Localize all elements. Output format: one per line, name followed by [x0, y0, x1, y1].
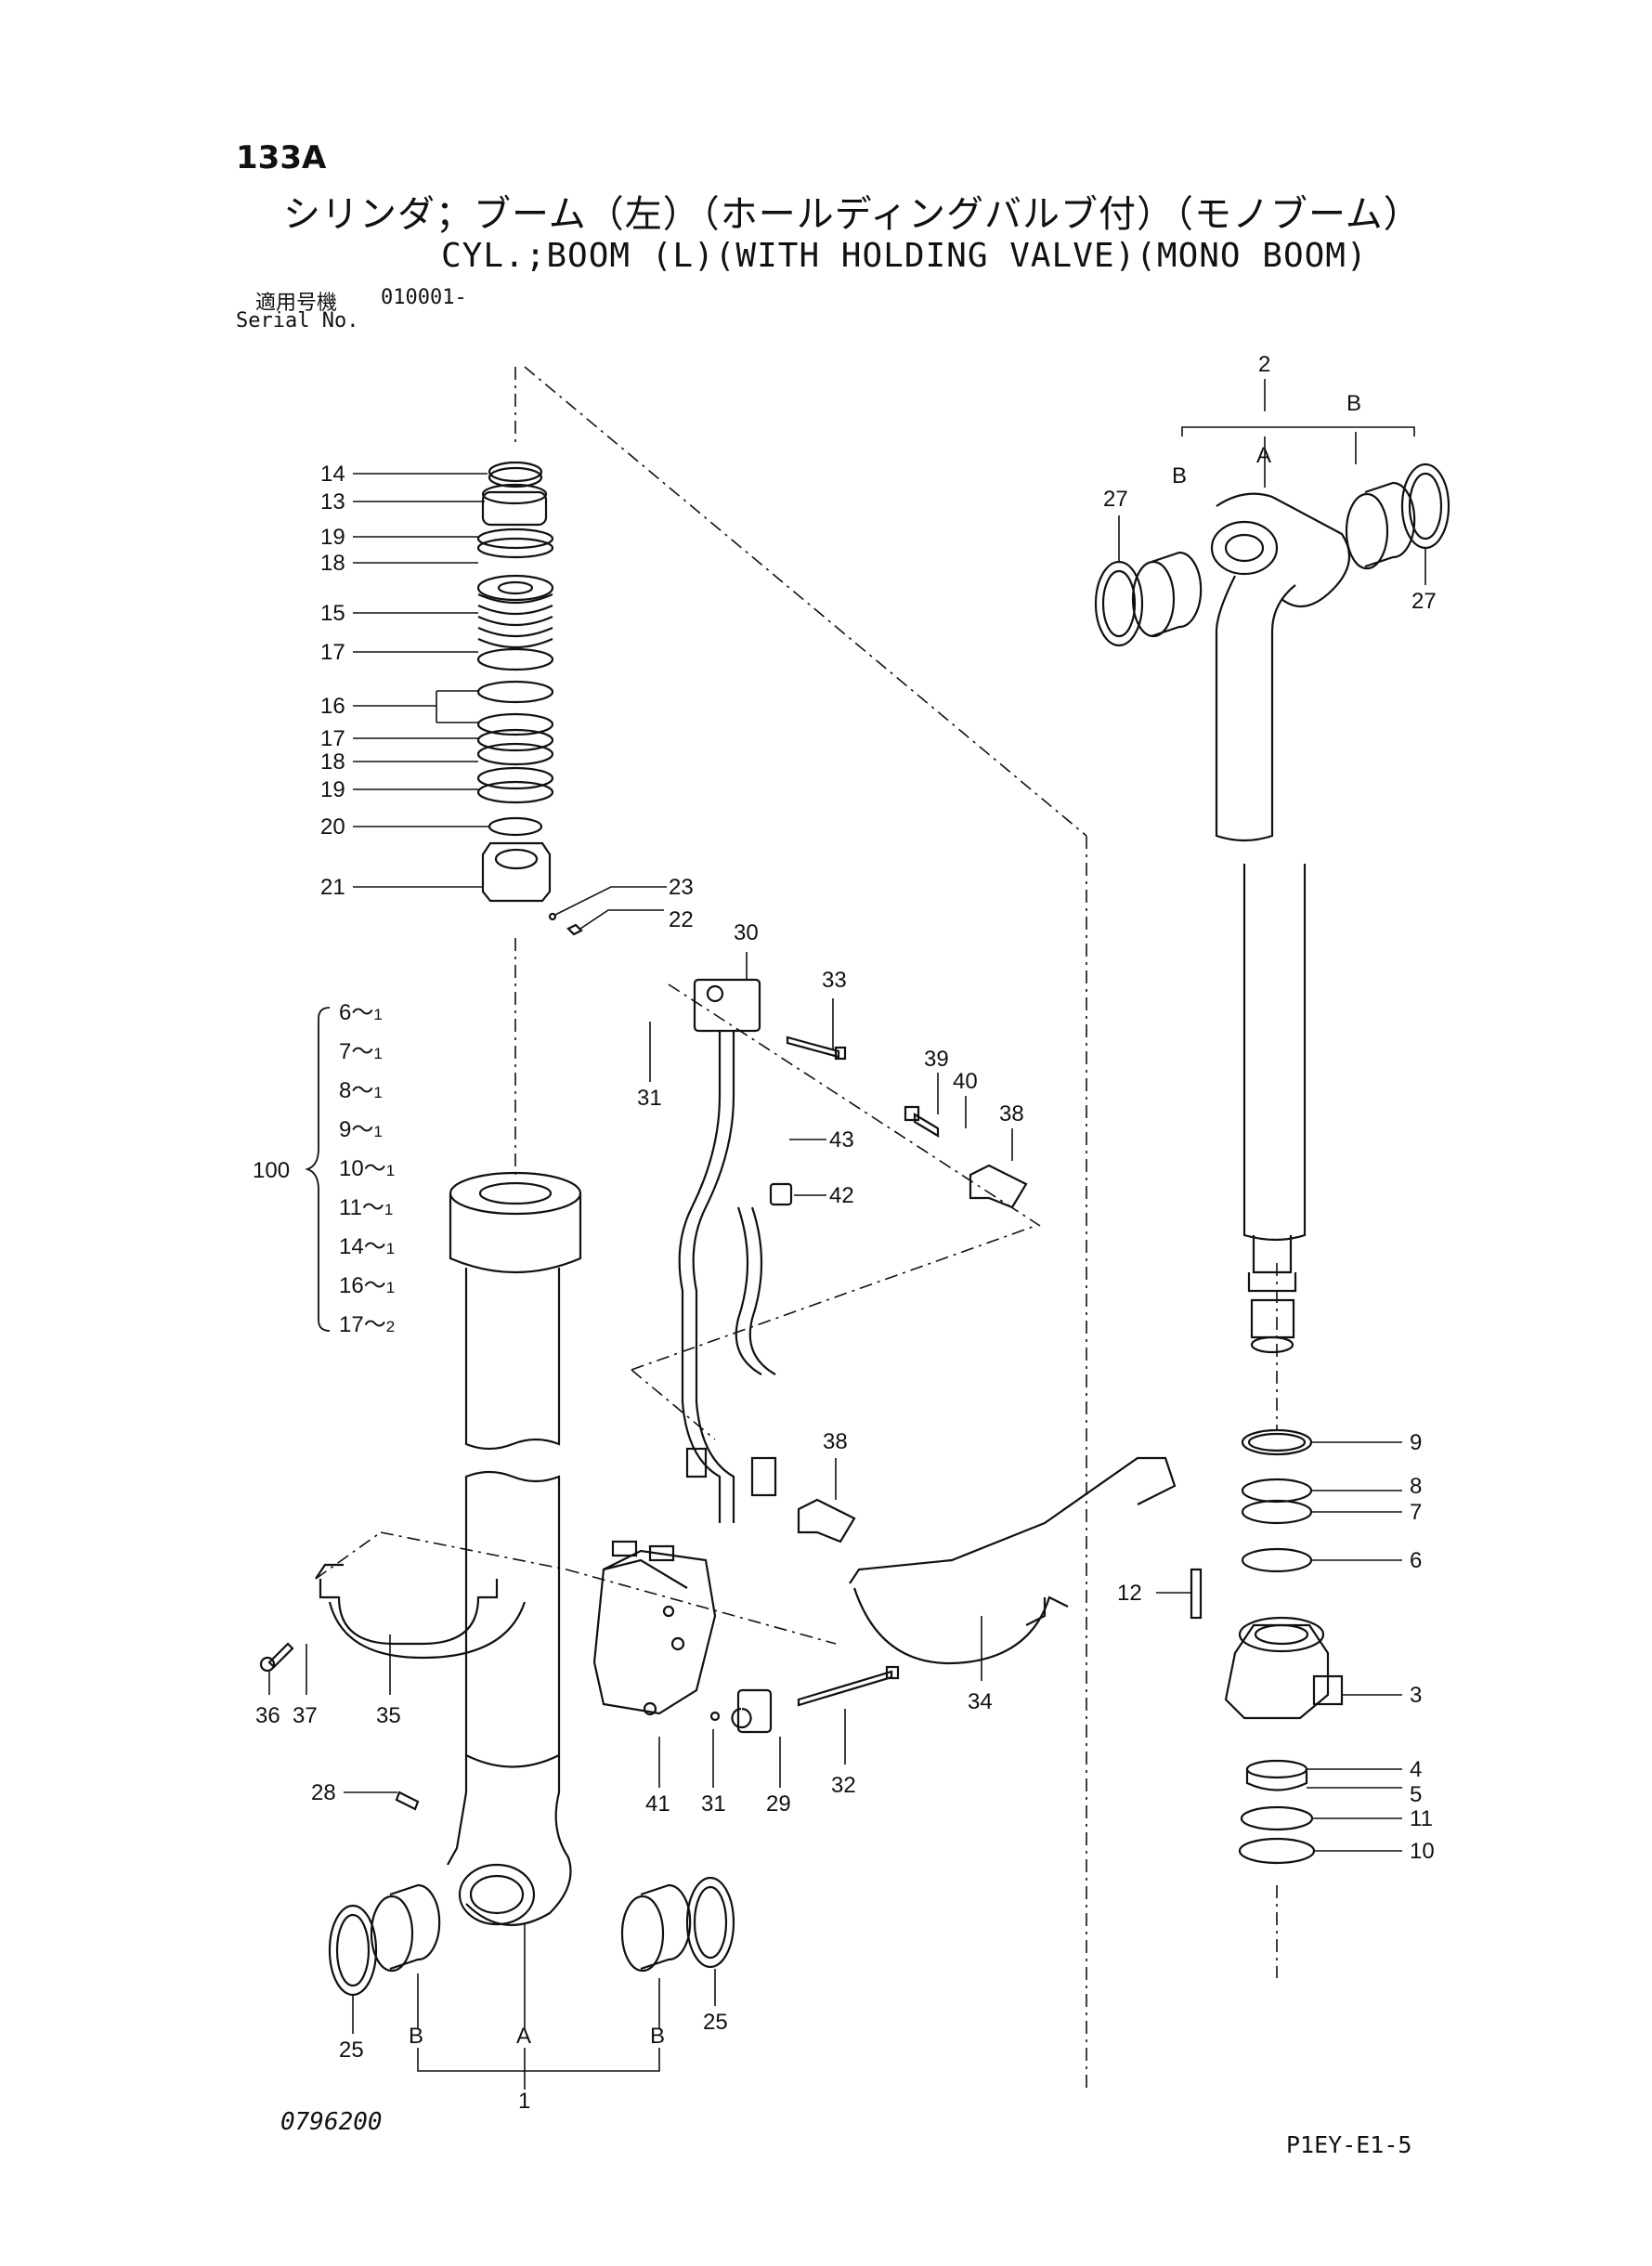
kit-item-10: 10～1 — [339, 1156, 395, 1181]
kit-item-8: 8～1 — [339, 1078, 383, 1103]
callout-16: 16 — [320, 694, 345, 719]
kit-item-9: 9～1 — [339, 1117, 383, 1142]
callout-B: B — [650, 2024, 665, 2049]
callout-21: 21 — [320, 875, 345, 900]
callout-4: 4 — [1410, 1757, 1422, 1782]
callout-31: 31 — [701, 1791, 726, 1817]
callout-2: 2 — [1258, 352, 1270, 377]
callout-41: 41 — [645, 1791, 670, 1817]
callout-B: B — [1172, 463, 1187, 488]
kit-item-list: 6～1 7～1 8～1 9～1 10～1 11～1 14～1 16～1 17～2 — [339, 1000, 395, 1337]
callout-100: 100 — [253, 1158, 290, 1183]
serial-label-japanese: 適用号機 — [255, 292, 338, 315]
callout-30: 30 — [734, 920, 759, 945]
callout-7: 7 — [1410, 1500, 1422, 1525]
kit-item-6: 6～1 — [339, 1000, 383, 1025]
callout-23: 23 — [669, 875, 694, 900]
callout-38: 38 — [999, 1101, 1024, 1126]
callout-33: 33 — [822, 968, 847, 993]
plug-42 — [769, 1182, 793, 1206]
kit-item-17: 17～2 — [339, 1312, 395, 1337]
title-english: CYL.;BOOM (L)(WITH HOLDING VALVE)(MONO B… — [441, 237, 1368, 275]
callout-B: B — [1346, 391, 1361, 416]
callout-13: 13 — [320, 489, 345, 514]
kit-item-11: 11～1 — [339, 1195, 393, 1220]
callout-10: 10 — [1410, 1839, 1435, 1864]
fitting-28 — [395, 1791, 420, 1811]
callout-27: 27 — [1103, 487, 1128, 512]
callout-31: 31 — [637, 1086, 662, 1111]
bolt-36 — [259, 1642, 294, 1673]
callout-32: 32 — [831, 1773, 856, 1798]
callout-labels: 14 13 19 18 15 17 16 17 18 19 20 21 23 2… — [253, 352, 1437, 2114]
callout-25: 25 — [703, 2010, 728, 2035]
piston-rod-right — [1210, 492, 1351, 1354]
callout-14: 14 — [320, 462, 345, 487]
drawing-number: 0796200 — [280, 2108, 383, 2136]
callout-25: 25 — [339, 2038, 364, 2063]
holding-valve-41 — [592, 1540, 752, 1729]
leader-lines — [268, 379, 1426, 2090]
title-japanese: シリンダ；ブーム（左）（ホールディングバルブ付）（モノブーム） — [283, 193, 1422, 236]
callout-27: 27 — [1411, 589, 1437, 614]
callout-22: 22 — [669, 907, 694, 932]
clamp-38a — [969, 1164, 1028, 1209]
callout-15: 15 — [320, 601, 345, 626]
serial-label-english: Serial No. — [236, 309, 359, 332]
callout-42: 42 — [829, 1183, 854, 1208]
kit-item-16: 16～1 — [339, 1273, 395, 1298]
callout-37: 37 — [293, 1703, 318, 1728]
callout-34: 34 — [968, 1689, 993, 1714]
kit-item-14: 14～1 — [339, 1234, 395, 1259]
page-code: P1EY-E1-5 — [1286, 2131, 1412, 2158]
callout-12: 12 — [1117, 1581, 1142, 1606]
kit-brace — [305, 1007, 331, 1332]
callout-18: 18 — [320, 551, 345, 576]
callout-A: A — [516, 2024, 531, 2049]
assembly-guide-lines — [315, 366, 1278, 2090]
callout-39: 39 — [924, 1047, 949, 1072]
callout-1: 1 — [518, 2089, 530, 2114]
callout-40: 40 — [953, 1069, 978, 1094]
bushings-right — [1094, 462, 1450, 647]
callout-29: 29 — [766, 1791, 791, 1817]
callout-A: A — [1256, 443, 1271, 468]
clamp-band-34 — [849, 1456, 1177, 1665]
callout-43: 43 — [829, 1127, 854, 1153]
callout-17: 17 — [320, 726, 345, 751]
callout-18: 18 — [320, 749, 345, 775]
callout-6: 6 — [1410, 1548, 1422, 1573]
seal-stack-left — [476, 461, 583, 936]
callout-9: 9 — [1410, 1430, 1422, 1455]
bolt-33 — [786, 1035, 847, 1061]
clamp-band-35 — [315, 1563, 527, 1660]
callout-19: 19 — [320, 525, 345, 550]
callout-B: B — [409, 2024, 423, 2049]
serial-number-value: 010001- — [381, 286, 467, 309]
cylinder-tube-left — [447, 1171, 582, 1926]
bolt-39 — [904, 1105, 940, 1138]
callout-5: 5 — [1410, 1782, 1422, 1807]
page-number: 133A — [236, 139, 327, 176]
callout-8: 8 — [1410, 1474, 1422, 1499]
callout-11: 11 — [1410, 1806, 1433, 1831]
bushings-left — [328, 1876, 735, 1997]
callout-17: 17 — [320, 640, 345, 665]
callout-3: 3 — [1410, 1683, 1422, 1708]
pipe-line — [678, 978, 777, 1734]
clamp-38b — [797, 1498, 856, 1543]
bolt-32 — [797, 1665, 900, 1707]
seal-stack-right — [1190, 1428, 1344, 1865]
callout-38: 38 — [823, 1429, 848, 1454]
callout-35: 35 — [376, 1703, 401, 1728]
callout-36: 36 — [255, 1703, 280, 1728]
callout-19: 19 — [320, 777, 345, 802]
kit-item-7: 7～1 — [339, 1039, 383, 1064]
callout-20: 20 — [320, 814, 345, 840]
callout-28: 28 — [311, 1780, 336, 1805]
